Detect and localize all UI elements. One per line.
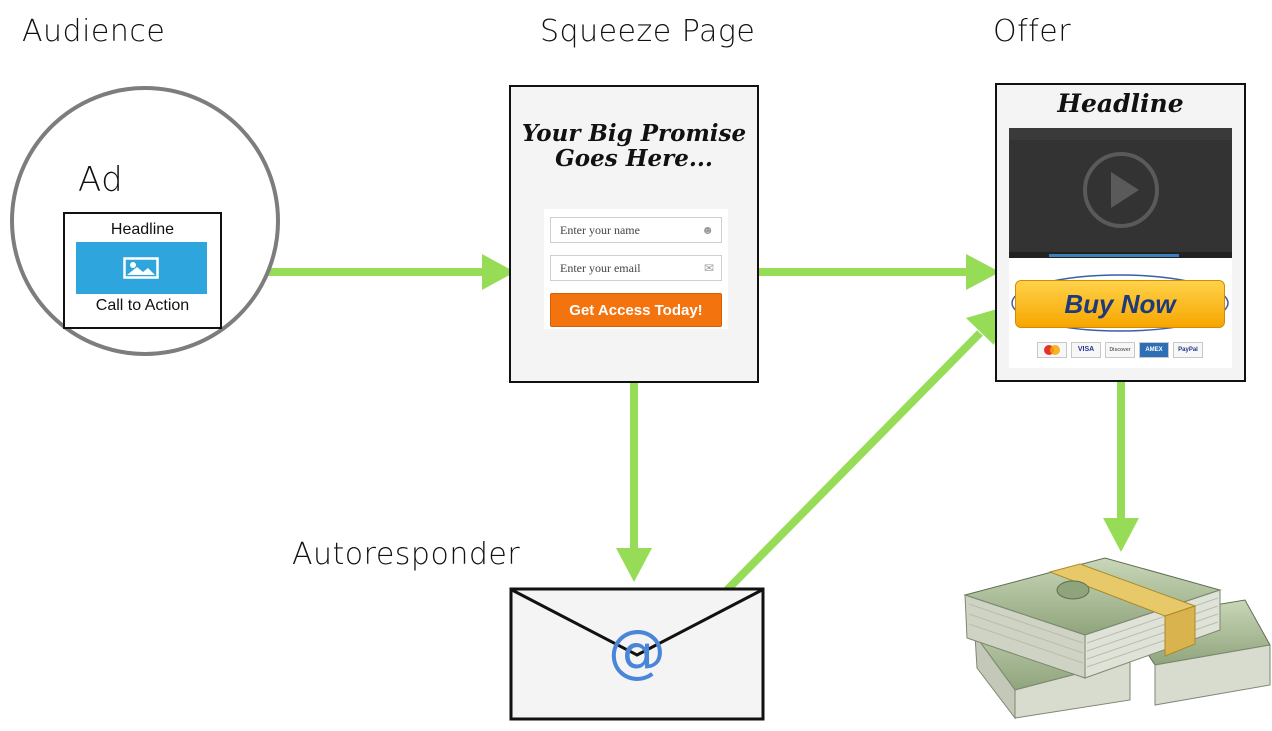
amex-icon: AMEX xyxy=(1139,342,1169,358)
offer-panel: Headline Buy Now VISA Discover AMEX PayP… xyxy=(995,83,1246,382)
optin-form: Enter your name ☻ Enter your email ✉ Get… xyxy=(544,209,728,329)
discover-icon: Discover xyxy=(1105,342,1135,358)
offer-headline: Headline xyxy=(1057,89,1184,118)
ad-headline: Headline xyxy=(110,221,175,238)
email-envelope: @ xyxy=(509,587,765,721)
ad-call-to-action: Call to Action xyxy=(95,297,190,314)
arrow-email-to-offer xyxy=(724,330,983,593)
money-stack-icon xyxy=(963,557,1271,720)
user-icon: ☻ xyxy=(701,223,714,237)
ad-label: Ad xyxy=(78,160,124,200)
name-field[interactable]: Enter your name ☻ xyxy=(550,217,722,243)
video-progress xyxy=(1049,254,1179,257)
image-icon xyxy=(123,257,159,279)
email-placeholder: Enter your email xyxy=(560,261,641,275)
mail-icon: ✉ xyxy=(703,261,714,275)
offer-label: Offer xyxy=(993,14,1072,49)
audience-label: Audience xyxy=(22,14,166,49)
buy-highlight-ellipse xyxy=(1011,274,1229,332)
visa-icon: VISA xyxy=(1071,342,1101,358)
mastercard-icon xyxy=(1037,342,1067,358)
envelope-icon xyxy=(509,587,765,721)
buy-now-button[interactable]: Buy Now xyxy=(1015,280,1225,328)
email-field[interactable]: Enter your email ✉ xyxy=(550,255,722,281)
squeeze-page-panel: Your Big Promise Goes Here... Enter your… xyxy=(509,85,759,383)
buy-area: Buy Now VISA Discover AMEX PayPal xyxy=(1009,258,1232,368)
video-controls xyxy=(1009,252,1232,258)
squeeze-page-label: Squeeze Page xyxy=(540,14,756,49)
get-access-button[interactable]: Get Access Today! xyxy=(550,293,722,327)
play-icon[interactable] xyxy=(1081,150,1161,230)
at-sign-icon: @ xyxy=(608,617,666,685)
ad-image xyxy=(76,242,207,294)
video-top-bar xyxy=(1009,128,1232,140)
autoresponder-label: Autoresponder xyxy=(292,537,521,572)
paypal-icon: PayPal xyxy=(1173,342,1203,358)
arrow-squeeze-to-offer xyxy=(754,268,968,276)
ad-card: Headline Call to Action xyxy=(63,212,222,329)
name-placeholder: Enter your name xyxy=(560,223,640,237)
big-promise-text: Your Big Promise Goes Here... xyxy=(521,120,747,172)
video-player[interactable] xyxy=(1009,128,1232,258)
arrow-squeeze-to-email-head xyxy=(616,548,652,582)
